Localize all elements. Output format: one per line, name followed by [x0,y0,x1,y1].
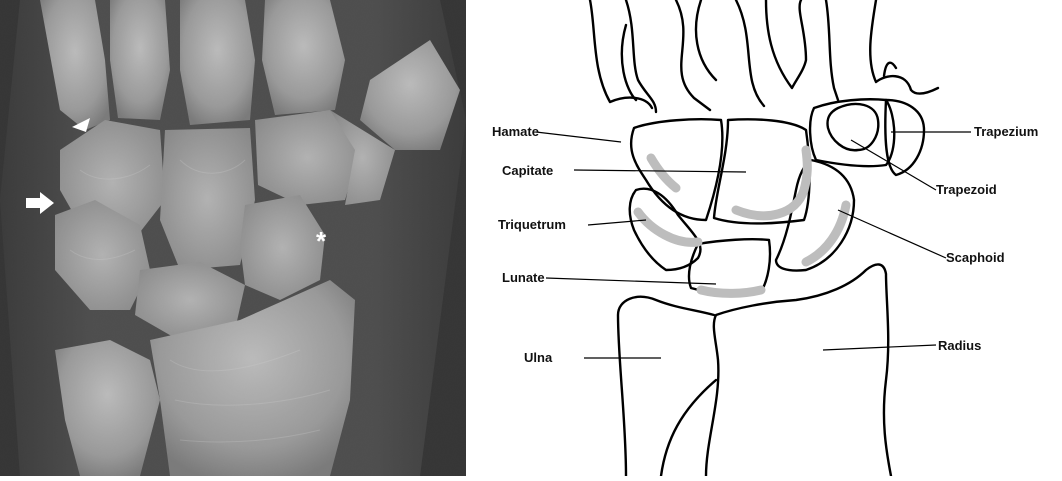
label-triquetrum: Triquetrum [498,217,566,232]
label-trapezoid: Trapezoid [936,182,997,197]
label-lunate: Lunate [502,270,545,285]
metacarpal-4b-outline [676,0,716,110]
leader-triquetrum [588,220,646,225]
leader-scaphoid [838,210,946,258]
xray-grain [0,0,466,476]
leader-radius [823,345,936,350]
leader-hamate [536,132,621,142]
arc-lunate [701,290,761,293]
diagram-svg: Hamate Capitate Triquetrum Lunate Ulna T… [466,0,1062,476]
sesamoid-outline [884,63,896,76]
trapezoid-outer-outline [810,99,894,166]
label-hamate: Hamate [492,124,539,139]
wrist-xray-image: * [0,0,466,476]
label-radius: Radius [938,338,981,353]
metacarpal-4-outline [622,0,656,112]
metacarpal-2-outline [826,0,838,100]
label-capitate: Capitate [502,163,553,178]
arc-hamate [651,158,676,188]
label-trapezium: Trapezium [974,124,1038,139]
metacarpal-1-outline [870,0,938,94]
arc-scaphoid [806,205,846,262]
asterisk-marker: * [316,226,327,256]
leader-lunate [546,278,716,284]
carpal-diagram: Hamate Capitate Triquetrum Lunate Ulna T… [466,0,1062,476]
label-scaphoid: Scaphoid [946,250,1005,265]
leader-lines [536,132,971,358]
bone-outlines [590,0,938,476]
label-ulna: Ulna [524,350,553,365]
triquetrum-outline [630,189,701,270]
hamate-outline [631,119,722,220]
metacarpal-3-outline [736,0,806,106]
xray-svg: * [0,0,466,476]
trapezoid-inner-outline [827,104,878,150]
